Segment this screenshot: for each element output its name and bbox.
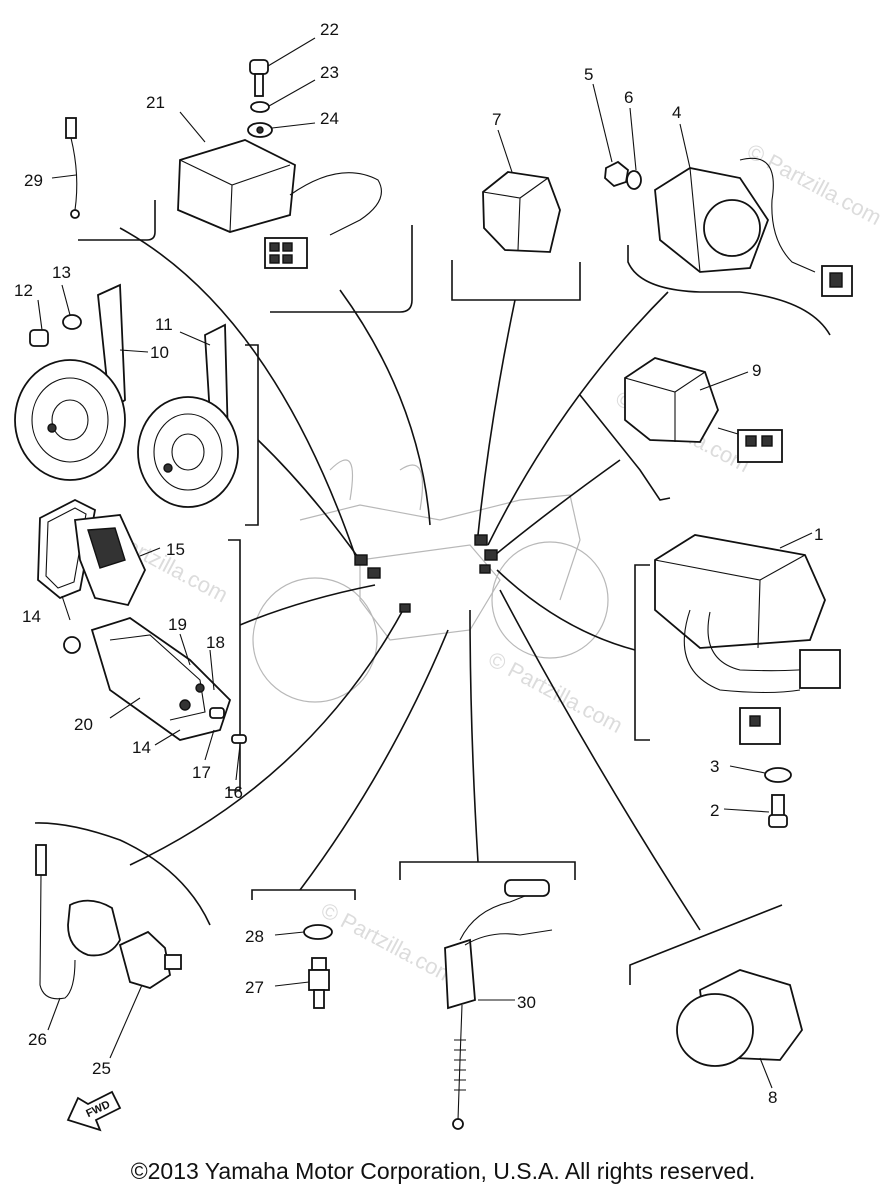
callout-4: 4 (672, 103, 681, 122)
callout-6: 6 (624, 88, 633, 107)
copyright-notice: ©2013 Yamaha Motor Corporation, U.S.A. A… (130, 1158, 756, 1184)
callout-16: 16 (224, 783, 243, 802)
callout-21: 21 (146, 93, 165, 112)
callout-2: 2 (710, 801, 719, 820)
callout-28: 28 (245, 927, 264, 946)
relay (482, 129, 561, 253)
leader-lines (119, 227, 701, 931)
electrical-module (624, 357, 783, 463)
callout-14a: 14 (22, 607, 41, 626)
callout-17: 17 (192, 763, 211, 782)
callout-10: 10 (150, 343, 169, 362)
callout-12: 12 (14, 281, 33, 300)
spark-plug-assembly (274, 924, 333, 1009)
callout-7: 7 (492, 110, 501, 129)
callout-15: 15 (166, 540, 185, 559)
callout-26: 26 (28, 1030, 47, 1049)
flasher-relay-assembly (177, 37, 382, 269)
callout-27: 27 (245, 978, 264, 997)
watermarks: © Partzilla.com © Partzilla.com © Partzi… (89, 0, 885, 989)
neutral-switch-assembly (35, 844, 182, 1059)
callout-22: 22 (320, 20, 339, 39)
callout-29: 29 (24, 171, 43, 190)
section-brackets (34, 200, 831, 985)
horn-assembly (14, 283, 239, 508)
callout-23: 23 (320, 63, 339, 82)
forward-arrow-icon: FWD (66, 1090, 122, 1132)
callout-14b: 14 (132, 738, 151, 757)
callout-8: 8 (768, 1088, 777, 1107)
callout-19: 19 (168, 615, 187, 634)
starter-relay-assembly (592, 83, 853, 297)
cable-switch-assembly (444, 879, 553, 1130)
watermark: © Partzilla.com (355, 0, 498, 1)
callout-13: 13 (52, 263, 71, 282)
cdi-unit-assembly (654, 532, 841, 828)
callout-20: 20 (74, 715, 93, 734)
callout-18: 18 (206, 633, 225, 652)
handlebar-switch-assembly (37, 498, 247, 781)
callout-30: 30 (517, 993, 536, 1012)
watermark: © Partzilla.com (317, 897, 460, 989)
callout-24: 24 (320, 109, 339, 128)
callout-9: 9 (752, 361, 761, 380)
electrical-parts-diagram: © Partzilla.com © Partzilla.com © Partzi… (14, 0, 886, 1132)
center-connectors (354, 534, 498, 613)
callout-numbers: 1 2 3 4 5 6 7 8 9 10 11 12 13 14 14 15 1… (14, 20, 823, 1107)
callout-5: 5 (584, 65, 593, 84)
callout-1: 1 (814, 525, 823, 544)
callout-11: 11 (155, 315, 173, 334)
motorcycle-outline (252, 459, 609, 703)
cylindrical-relay (676, 969, 803, 1089)
callout-25: 25 (92, 1059, 111, 1078)
callout-3: 3 (710, 757, 719, 776)
lead-wire (51, 117, 80, 219)
